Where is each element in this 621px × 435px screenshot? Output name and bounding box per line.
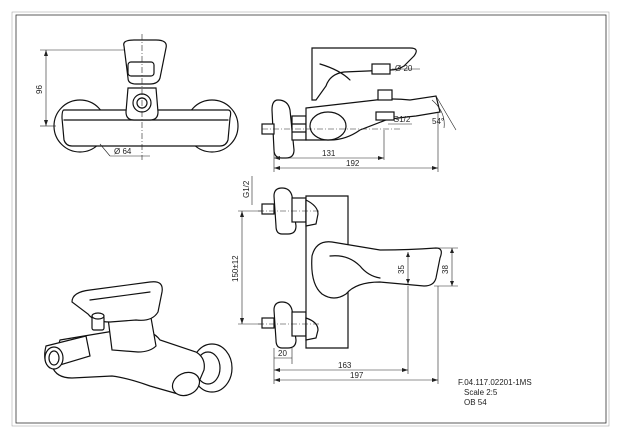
side-hex-nut (291, 115, 307, 141)
title-block: F.04.117.02201-1MS Scale 2:5 OB 54 (458, 378, 532, 408)
top-upper-curve (305, 199, 319, 227)
sheet-outer-border (11, 11, 610, 427)
front-diameter-leader (99, 143, 111, 157)
top-lever-small-label: 35 (397, 265, 406, 274)
top-lower-curve (305, 317, 319, 341)
title-code: F.04.117.02201-1MS (458, 378, 532, 387)
side-angle-ext (435, 95, 457, 131)
iso-oval-knob (171, 371, 201, 397)
iso-spout-outlet (44, 346, 64, 370)
title-scale: Scale 2:5 (464, 388, 498, 397)
side-length-short-label: 131 (322, 149, 336, 158)
front-lever-cap (127, 61, 155, 77)
sheet-border (15, 14, 607, 424)
top-upper-inlet (261, 203, 275, 215)
top-view: 150±12 G1/2 35 38 20 163 197 (231, 176, 458, 384)
front-body (61, 109, 232, 147)
front-view: 96 Ø 64 (35, 34, 239, 160)
side-lever-curve (319, 63, 351, 81)
top-offset-label: 20 (278, 349, 287, 358)
top-lower-inlet (261, 317, 275, 329)
top-thread-label: G1/2 (242, 180, 251, 198)
iso-column (107, 311, 157, 353)
side-diverter-stem (377, 89, 393, 101)
iso-spout-outlet-inner (48, 350, 60, 366)
side-outlet (375, 111, 395, 121)
title-sheet: OB 54 (464, 398, 487, 407)
front-height-label: 96 (35, 85, 44, 94)
side-lever (311, 47, 417, 101)
front-diameter-label: Ø 64 (114, 147, 132, 156)
side-thread-label: G1/2 (393, 115, 411, 124)
top-upper-nut (291, 197, 307, 223)
side-diverter-knob (371, 63, 391, 75)
side-oval-knob (309, 111, 347, 141)
side-length-long-label: 192 (346, 159, 360, 168)
top-lower-flange (273, 301, 297, 349)
top-length-short-label: 163 (338, 361, 352, 370)
iso-diverter-top (91, 312, 105, 320)
iso-lever-edge (89, 291, 151, 301)
top-lever-large-label: 38 (441, 265, 450, 274)
top-center-distance-label: 150±12 (231, 255, 240, 282)
top-handle (311, 241, 442, 299)
top-length-long-label: 197 (350, 371, 364, 380)
side-view: Ø 20 G1/2 54° 131 192 (261, 47, 457, 172)
side-outlet-diameter-label: Ø 20 (395, 64, 413, 73)
side-angle-arc (431, 99, 445, 129)
isometric-view (44, 281, 233, 397)
top-handle-curve (329, 255, 381, 279)
iso-lever (71, 281, 163, 323)
